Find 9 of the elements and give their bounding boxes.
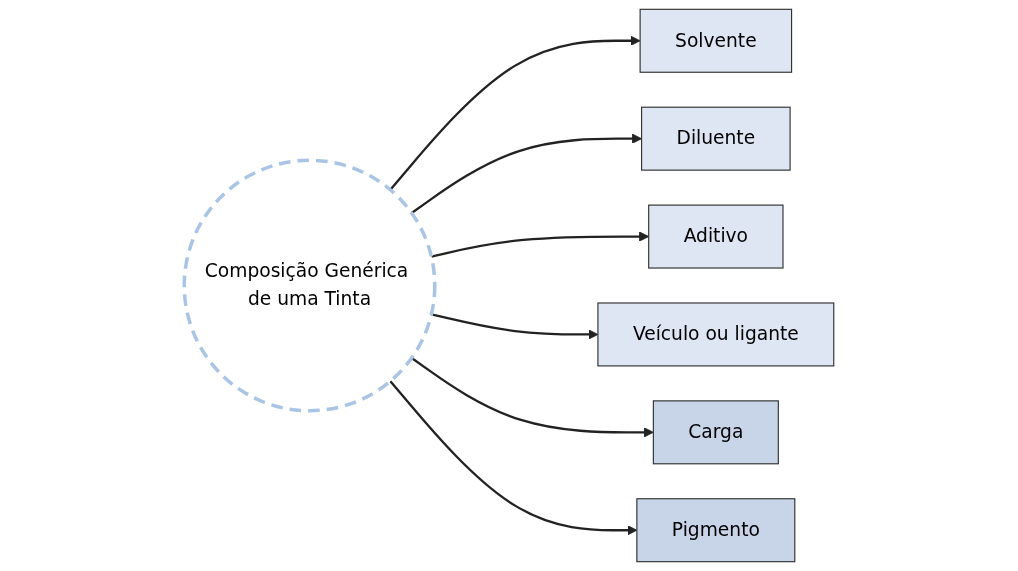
- arrow: [411, 357, 654, 438]
- arrow: [389, 35, 641, 191]
- node-box: Veículo ou ligante: [597, 302, 835, 367]
- node-box: Diluente: [641, 106, 791, 171]
- node-box: Aditivo: [648, 204, 784, 269]
- node-box: Carga: [652, 400, 779, 465]
- node-box: Pigmento: [636, 498, 796, 563]
- node-circle: Composição Genérica de uma Tinta: [182, 158, 437, 413]
- node-box: Solvente: [639, 8, 793, 73]
